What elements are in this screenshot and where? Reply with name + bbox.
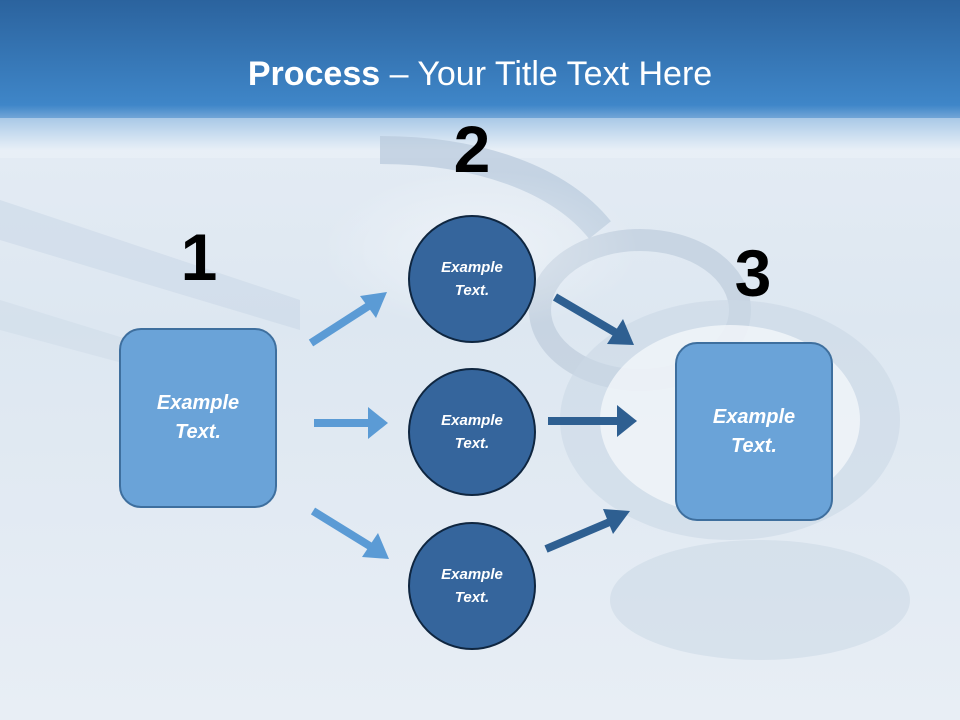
- circle-middle: Example Text.: [408, 368, 536, 496]
- arrow-bottom-to-right: [544, 509, 630, 553]
- circle-bottom: Example Text.: [408, 522, 536, 650]
- circle-bottom-text: Example Text.: [441, 566, 503, 606]
- arrow-left-to-top: [308, 292, 387, 347]
- right-box: Example Text.: [675, 342, 833, 521]
- arrow-top-to-right: [552, 293, 634, 345]
- right-box-text: Example Text.: [712, 405, 796, 457]
- slide-title: Process – Your Title Text Here: [0, 50, 960, 98]
- step-number-2: 2: [453, 112, 491, 186]
- circle-top-text: Example Text.: [441, 259, 503, 299]
- left-box: Example Text.: [119, 328, 277, 508]
- left-box-text: Example Text.: [156, 392, 240, 443]
- title-rest: – Your Title Text Here: [380, 55, 713, 93]
- step-number-1: 1: [180, 220, 218, 294]
- title-bold: Process: [247, 55, 381, 93]
- arrow-middle-to-right: [548, 405, 637, 437]
- arrow-left-to-middle: [314, 407, 388, 439]
- circle-top: Example Text.: [408, 215, 536, 343]
- arrow-left-to-bottom: [310, 507, 389, 559]
- circle-middle-text: Example Text.: [441, 412, 503, 452]
- step-number-3: 3: [734, 236, 772, 310]
